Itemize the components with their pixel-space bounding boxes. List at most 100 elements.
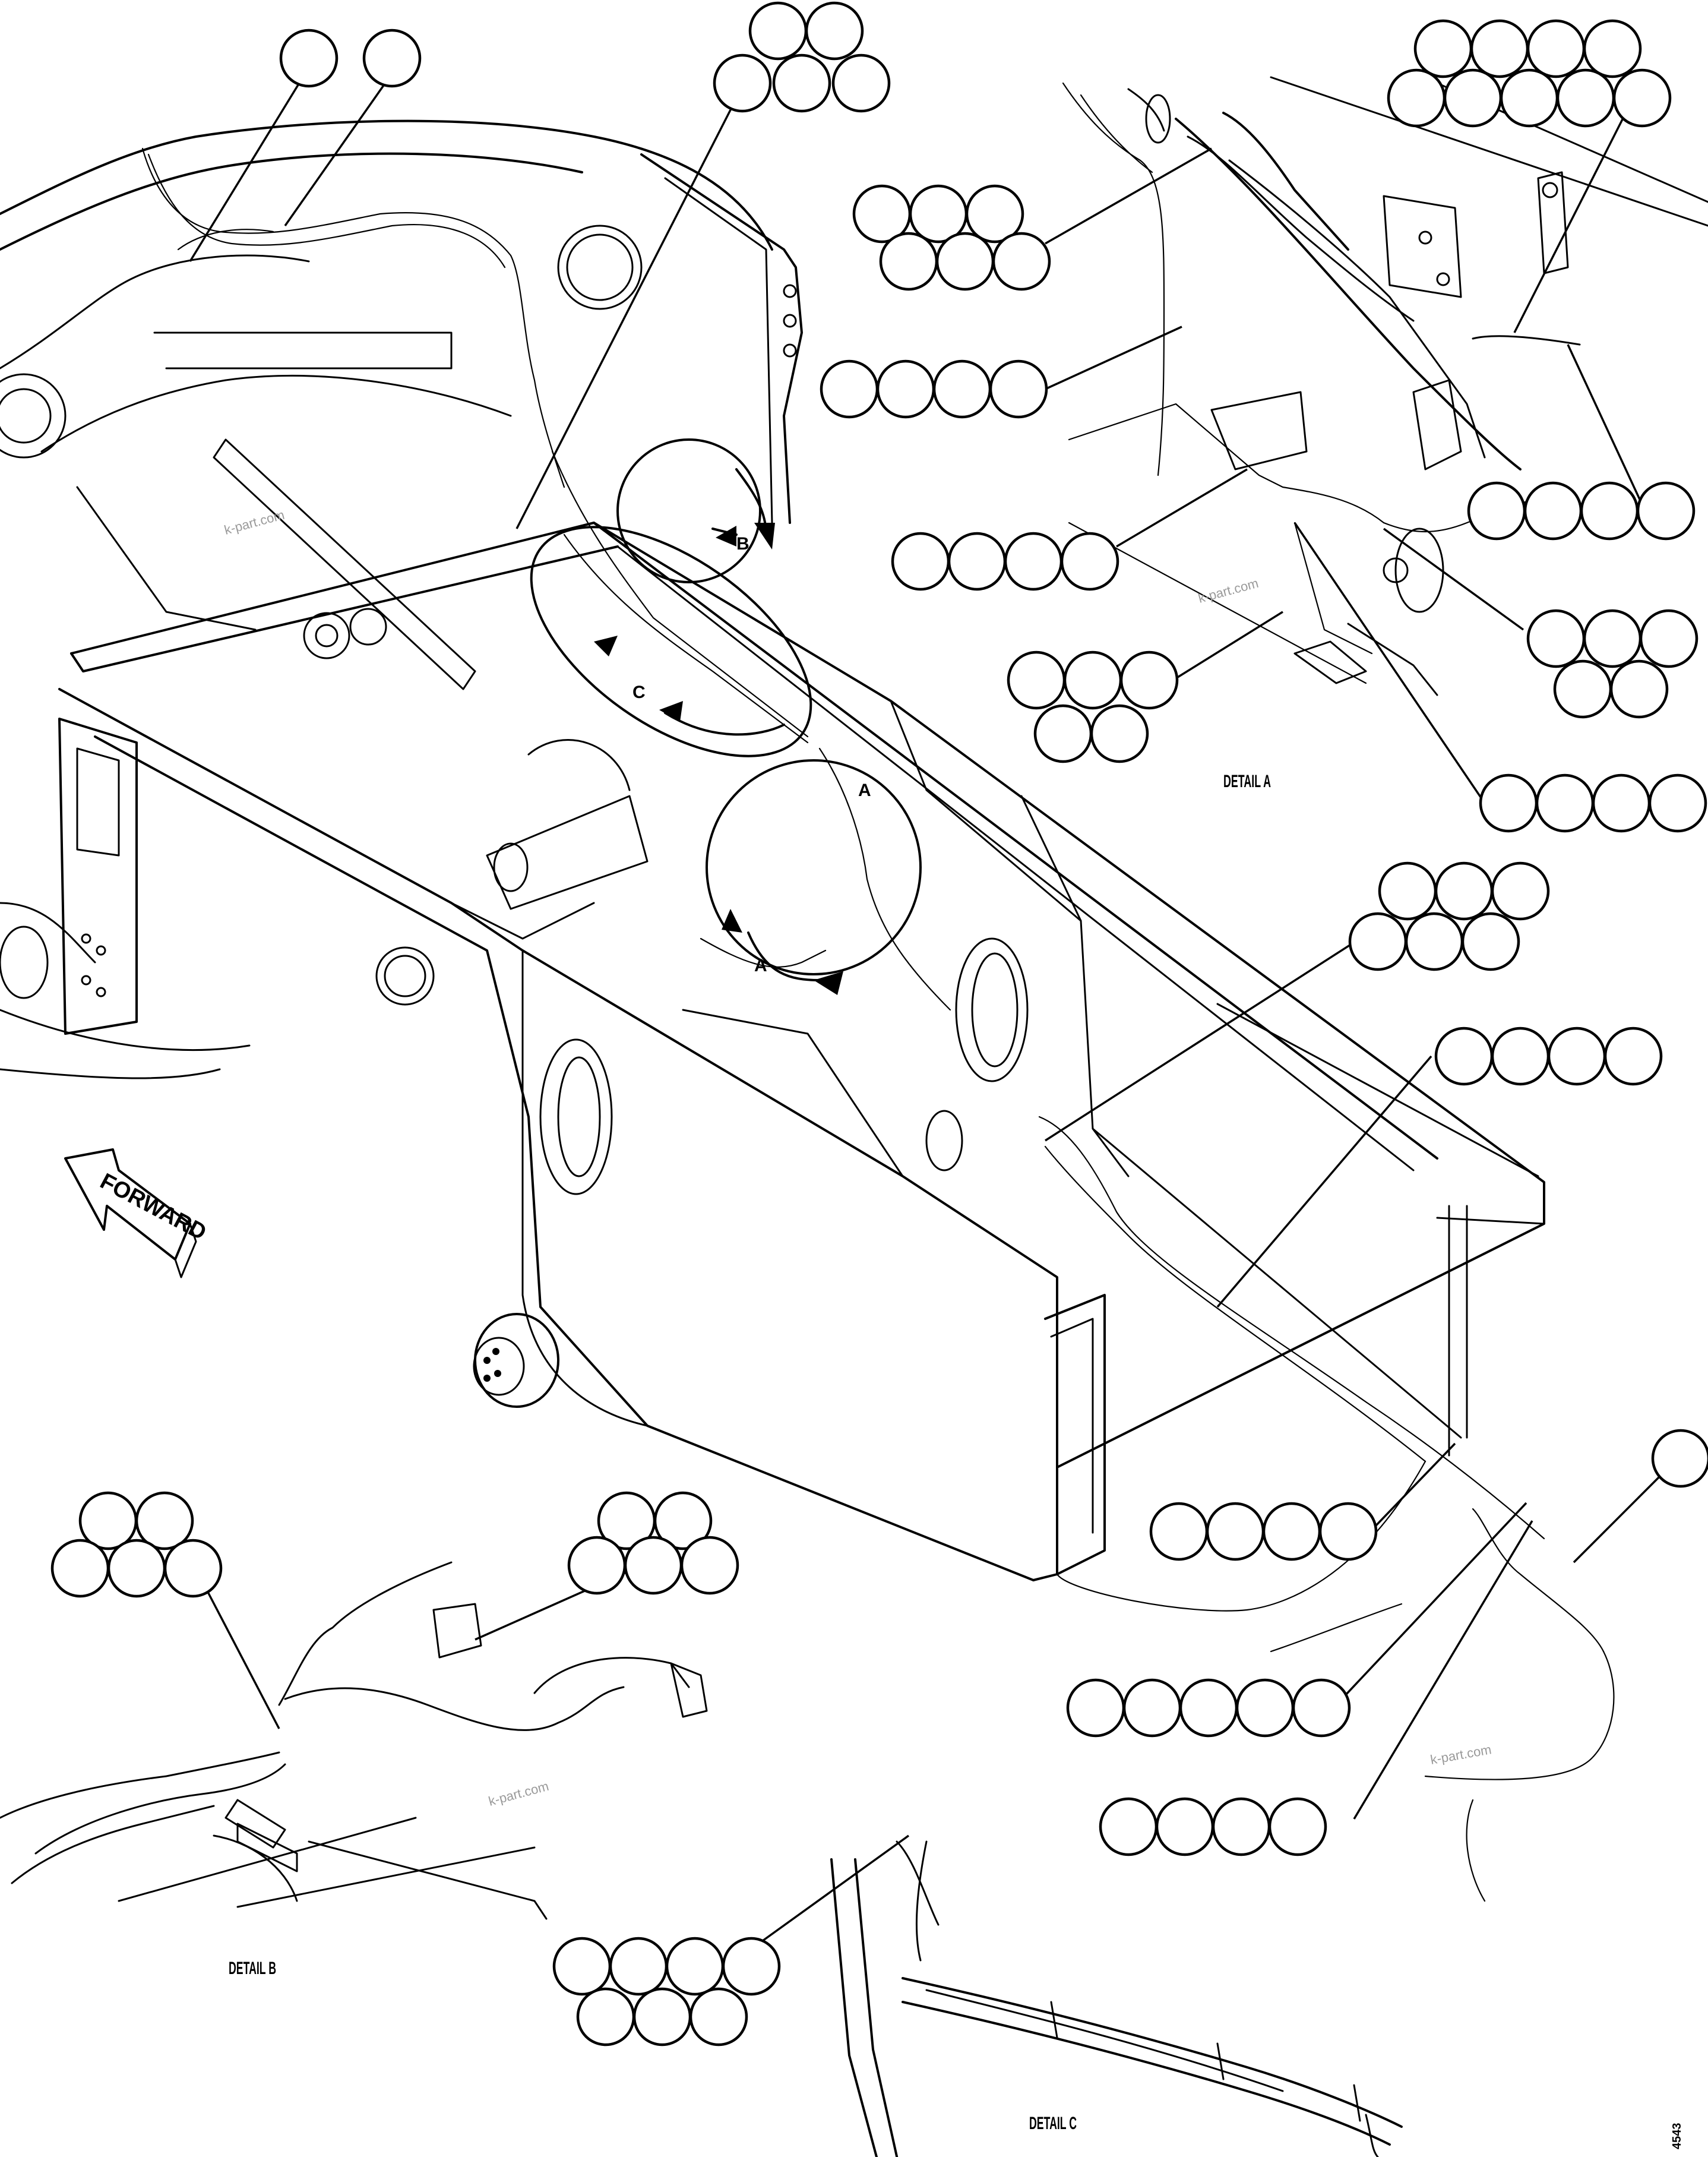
callout-balloon-icon [722, 1937, 781, 1996]
callout-balloon-icon [1491, 1027, 1550, 1086]
callout-balloon-icon [1609, 659, 1669, 719]
callout-balloon-icon [1639, 609, 1698, 668]
detail-callouts [530, 438, 922, 995]
callout-balloon-icon [1348, 912, 1407, 971]
detail-c-drawing [830, 1840, 1403, 2157]
callout-balloon-icon [1461, 912, 1520, 971]
forward-arrow-icon [64, 1148, 197, 1278]
callout-balloon-icon [1491, 861, 1550, 921]
leader-lines [189, 81, 1664, 1944]
callout-balloon-icon [1583, 19, 1642, 78]
callout-b: B [736, 534, 749, 554]
callout-balloon-icon [135, 1491, 194, 1550]
callout-balloon-icon [1179, 1678, 1238, 1738]
detail-a-drawing [1062, 76, 1708, 696]
callout-balloon-icon [1479, 773, 1538, 833]
callout-balloon-icon [1119, 650, 1179, 710]
callout-balloon-icon [1470, 19, 1529, 78]
callout-balloon-icon [1004, 532, 1063, 591]
callout-balloon-icon [680, 1536, 739, 1595]
callout-balloon-icon [947, 532, 1007, 591]
watermark-3: k-part.com [1429, 1742, 1493, 1767]
callout-balloon-icon [1206, 1502, 1265, 1561]
callout-balloon-icon [1235, 1678, 1295, 1738]
callout-balloons [50, 1, 1708, 2047]
callout-balloon-icon [1603, 1027, 1663, 1086]
callout-balloon-icon [1212, 1797, 1271, 1856]
callout-balloon-icon [1523, 481, 1583, 541]
callout-balloon-icon [1583, 609, 1642, 668]
detail-a-label: DETAIL A [1223, 772, 1271, 791]
callout-balloon-icon [107, 1539, 166, 1598]
callout-balloon-icon [876, 359, 935, 419]
watermark-2: k-part.com [1197, 576, 1260, 606]
callout-balloon-icon [552, 1937, 612, 1996]
callout-balloon-icon [1292, 1678, 1351, 1738]
callout-balloon-icon [805, 1, 864, 61]
callout-balloon-icon [879, 232, 938, 291]
callout-balloon-icon [820, 359, 879, 419]
drawing-number: 4543 [1671, 2123, 1684, 2150]
callout-balloon-icon [665, 1937, 725, 1996]
callout-balloon-icon [1318, 1502, 1378, 1561]
callout-balloon-icon [1268, 1797, 1327, 1856]
callout-balloon-icon [163, 1539, 223, 1598]
callout-balloon-icon [1443, 68, 1503, 128]
callout-balloon-icon [1556, 68, 1615, 128]
watermark-4: k-part.com [487, 1779, 551, 1809]
callout-balloon-icon [653, 1491, 713, 1550]
callout-balloon-icon [1066, 1678, 1125, 1738]
callout-balloon-icon [689, 1987, 748, 2047]
callout-balloon-icon [1648, 773, 1707, 833]
callout-balloon-icon [50, 1539, 110, 1598]
callout-balloon-icon [965, 184, 1024, 244]
callout-balloon-icon [362, 29, 422, 88]
callout-balloon-icon [831, 53, 891, 113]
callout-balloon-icon [1526, 609, 1586, 668]
callout-balloon-icon [1007, 650, 1066, 710]
callout-balloon-icon [992, 232, 1051, 291]
callout-a2: A [754, 956, 767, 975]
callout-balloon-icon [772, 53, 831, 113]
callout-balloon-icon [1651, 1429, 1708, 1488]
callout-a1: A [858, 781, 871, 800]
callout-balloon-icon [1612, 68, 1672, 128]
main-harness [141, 147, 1615, 1902]
callout-balloon-icon [576, 1987, 635, 2047]
detail-b-drawing [0, 1561, 708, 1920]
callout-balloon-icon [1262, 1502, 1321, 1561]
callout-balloon-icon [632, 1987, 692, 2047]
callout-balloon-icon [1387, 68, 1446, 128]
callout-balloon-icon [1535, 773, 1595, 833]
callout-balloon-icon [1467, 481, 1526, 541]
callout-balloon-icon [1580, 481, 1639, 541]
callout-balloon-icon [1155, 1797, 1214, 1856]
callout-balloon-icon [1553, 659, 1612, 719]
detail-c-label: DETAIL C [1029, 2114, 1077, 2133]
callout-balloon-icon [1526, 19, 1586, 78]
callout-balloon-icon [1434, 1027, 1494, 1086]
callout-balloon-icon [891, 532, 950, 591]
callout-balloon-icon [1413, 19, 1473, 78]
boom-structure [0, 119, 1545, 1581]
callout-balloon-icon [1099, 1797, 1158, 1856]
callout-balloon-icon [748, 1, 808, 61]
callout-c: C [632, 683, 646, 702]
callout-balloon-icon [713, 53, 772, 113]
callout-balloon-icon [1149, 1502, 1209, 1561]
detail-b-label: DETAIL B [229, 1959, 276, 1978]
callout-balloon-icon [1592, 773, 1651, 833]
callout-balloon-icon [609, 1937, 668, 1996]
callout-balloon-icon [1434, 861, 1494, 921]
callout-balloon-icon [1500, 68, 1559, 128]
callout-balloon-icon [935, 232, 995, 291]
callout-balloon-icon [1033, 704, 1093, 763]
callout-balloon-icon [624, 1536, 683, 1595]
callout-balloon-icon [1378, 861, 1437, 921]
callout-balloon-icon [932, 359, 992, 419]
callout-balloon-icon [1547, 1027, 1606, 1086]
callout-balloon-icon [1122, 1678, 1182, 1738]
callout-balloon-icon [1090, 704, 1149, 763]
callout-balloon-icon [1063, 650, 1122, 710]
